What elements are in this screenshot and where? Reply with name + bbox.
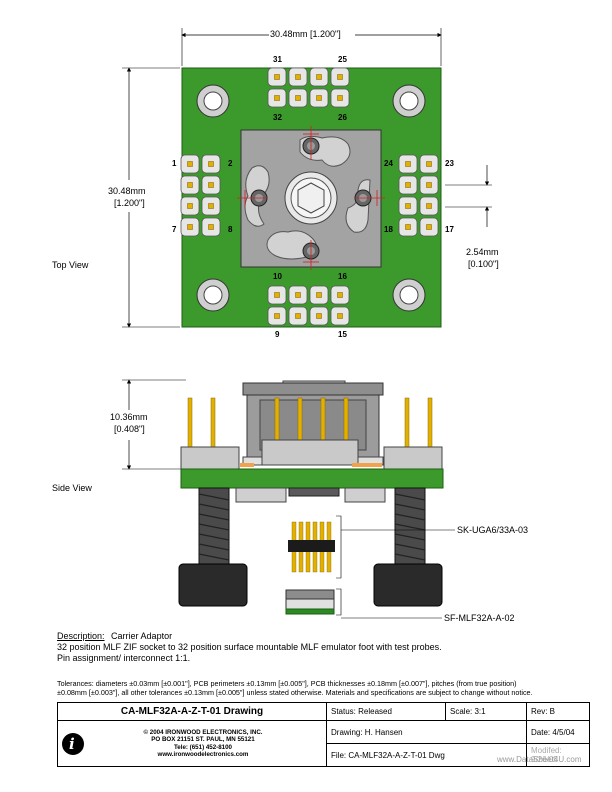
width-dimension: 30.48mm [1.200"] xyxy=(270,29,341,39)
company-web: www.ironwoodelectronics.com xyxy=(157,751,249,758)
height-dimension-mm: 30.48mm xyxy=(108,186,146,196)
company-copyright: © 2004 IRONWOOD ELECTRONICS, INC. xyxy=(143,728,263,736)
date-cell: Date: 4/5/04 xyxy=(526,720,590,744)
height-dimension-in: [1.200"] xyxy=(114,198,145,208)
mounting-hole-tl xyxy=(196,84,230,118)
pin-label-16: 16 xyxy=(338,272,347,281)
pin-label-18: 18 xyxy=(384,225,393,234)
status-cell: Status: Released xyxy=(326,702,446,721)
description-line-1: 32 position MLF ZIF socket to 32 positio… xyxy=(57,642,442,652)
rev-cell: Rev: B xyxy=(526,702,590,721)
description-block: Description: Carrier Adaptor xyxy=(57,631,172,642)
pitch-dimension-in: [0.100"] xyxy=(468,259,499,269)
scale-cell: Scale: 3:1 xyxy=(445,702,527,721)
pin-label-7: 7 xyxy=(172,225,177,234)
side-screws xyxy=(178,487,443,607)
side-foot xyxy=(285,589,335,615)
socket-bracket xyxy=(336,515,342,579)
company-cell: i © 2004 IRONWOOD ELECTRONICS, INC. PO B… xyxy=(57,720,327,767)
top-view-label: Top View xyxy=(52,260,89,270)
tolerances-line-2: ±0.08mm [±0.003"], all other tolerances … xyxy=(57,688,533,697)
mounting-hole-bl xyxy=(196,278,230,312)
pin-label-9: 9 xyxy=(275,330,280,339)
description-title: Carrier Adaptor xyxy=(111,631,173,641)
pitch-dimension-mm: 2.54mm xyxy=(466,247,499,257)
side-height-in: [0.408"] xyxy=(114,424,145,434)
drawing-title: CA-MLF32A-A-Z-T-01 Drawing xyxy=(57,702,327,721)
foot-bracket xyxy=(336,588,342,616)
modified-date: Modifed: 9/26/05 xyxy=(531,746,562,764)
title-block: CA-MLF32A-A-Z-T-01 Drawing Status: Relea… xyxy=(57,702,590,767)
pin-label-15: 15 xyxy=(338,330,347,339)
file-cell: File: CA-MLF32A-A-Z-T-01 Dwg xyxy=(326,743,527,767)
pin-label-32: 32 xyxy=(273,113,282,122)
pin-label-8: 8 xyxy=(228,225,233,234)
pin-label-25: 25 xyxy=(338,55,347,64)
pin-label-17: 17 xyxy=(445,225,454,234)
side-height-mm: 10.36mm xyxy=(110,412,148,422)
pin-label-1: 1 xyxy=(172,159,177,168)
description-line-2: Pin assignment/ interconnect 1:1. xyxy=(57,653,191,663)
side-pins-left xyxy=(180,397,240,471)
socket-part-number: SK-UGA6/33A-03 xyxy=(457,525,529,535)
pin-label-2: 2 xyxy=(228,159,233,168)
drawing-by-cell: Drawing: H. Hansen xyxy=(326,720,527,744)
drawing-canvas xyxy=(122,28,492,619)
mounting-hole-br xyxy=(392,278,426,312)
side-pins-center xyxy=(261,397,359,466)
side-view-label: Side View xyxy=(52,483,92,493)
watermark: www.DataSheet4U.com xyxy=(497,755,582,764)
pin-label-31: 31 xyxy=(273,55,282,64)
company-address: PO BOX 21151 ST. PAUL, MN 55121 xyxy=(151,736,255,743)
modified-cell: Modifed: 9/26/05 xyxy=(526,743,590,767)
foot-part-number: SF-MLF32A-A-02 xyxy=(444,613,515,623)
pin-label-23: 23 xyxy=(445,159,454,168)
zif-socket-top xyxy=(237,126,385,270)
description-heading: Description: xyxy=(57,631,105,641)
side-pcb xyxy=(180,468,444,489)
tolerances-line-1: Tolerances: diameters ±0.03mm [±0.001"],… xyxy=(57,679,517,688)
side-pins-right xyxy=(383,397,443,471)
mounting-hole-tr xyxy=(392,84,426,118)
pin-label-26: 26 xyxy=(338,113,347,122)
company-logo-icon: i xyxy=(62,732,84,755)
company-tel: Tele: (651) 452-8100 xyxy=(173,743,232,751)
pin-label-24: 24 xyxy=(384,159,393,168)
side-insert xyxy=(288,521,335,573)
pin-label-10: 10 xyxy=(273,272,282,281)
